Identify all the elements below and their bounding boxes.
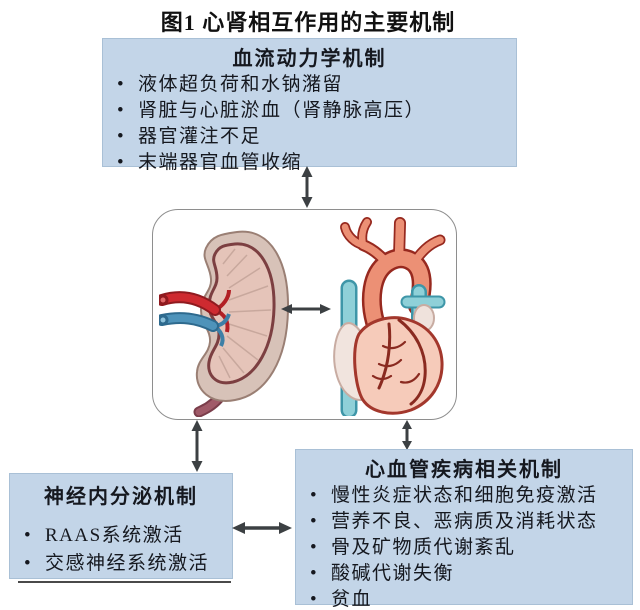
- hemodynamic-list: 液体超负荷和水钠潴留 肾脏与心脏淤血（肾静脉高压） 器官灌注不足 末端器官血管收…: [103, 72, 516, 176]
- organ-illustration-panel: [152, 209, 457, 420]
- box-shadow-line: [18, 581, 231, 583]
- list-item: 慢性炎症状态和细胞免疫激活: [308, 483, 628, 509]
- neuroendocrine-list: RAAS系统激活 交感神经系统激活: [10, 522, 232, 578]
- list-item: 液体超负荷和水钠潴留: [115, 72, 512, 98]
- list-item: 贫血: [308, 587, 628, 610]
- list-item: 营养不良、恶病质及消耗状态: [308, 509, 628, 535]
- bidirectional-arrow-bottom-icon: [232, 522, 292, 534]
- bidirectional-arrow-right-icon: [402, 420, 412, 450]
- cardiovascular-list: 慢性炎症状态和细胞免疫激活 营养不良、恶病质及消耗状态 骨及矿物质代谢紊乱 酸碱…: [296, 483, 632, 610]
- neuroendocrine-box: 神经内分泌机制 RAAS系统激活 交感神经系统激活: [9, 473, 233, 579]
- list-item: 骨及矿物质代谢紊乱: [308, 535, 628, 561]
- cardiovascular-box: 心血管疾病相关机制 慢性炎症状态和细胞免疫激活 营养不良、恶病质及消耗状态 骨及…: [295, 449, 633, 610]
- list-item: 交感神经系统激活: [22, 550, 228, 578]
- figure-title: 图1 心肾相互作用的主要机制: [160, 10, 456, 35]
- cardiovascular-box-title: 心血管疾病相关机制: [365, 459, 563, 481]
- bidirectional-arrow-top-icon: [301, 166, 313, 208]
- hemodynamic-box: 血流动力学机制 液体超负荷和水钠潴留 肾脏与心脏淤血（肾静脉高压） 器官灌注不足…: [102, 38, 517, 176]
- heart-illustration: [333, 217, 446, 416]
- list-item: 酸碱代谢失衡: [308, 561, 628, 587]
- kidney-illustration: [159, 230, 289, 417]
- list-item: 肾脏与心脏淤血（肾静脉高压）: [115, 98, 512, 124]
- list-item: 器官灌注不足: [115, 124, 512, 150]
- neuroendocrine-box-title: 神经内分泌机制: [44, 486, 198, 508]
- list-item: 末端器官血管收缩: [115, 150, 512, 176]
- hemodynamic-box-title: 血流动力学机制: [232, 48, 387, 70]
- bidirectional-arrow-center-icon: [281, 304, 331, 314]
- list-item: RAAS系统激活: [22, 522, 228, 550]
- bidirectional-arrow-left-icon: [191, 420, 203, 472]
